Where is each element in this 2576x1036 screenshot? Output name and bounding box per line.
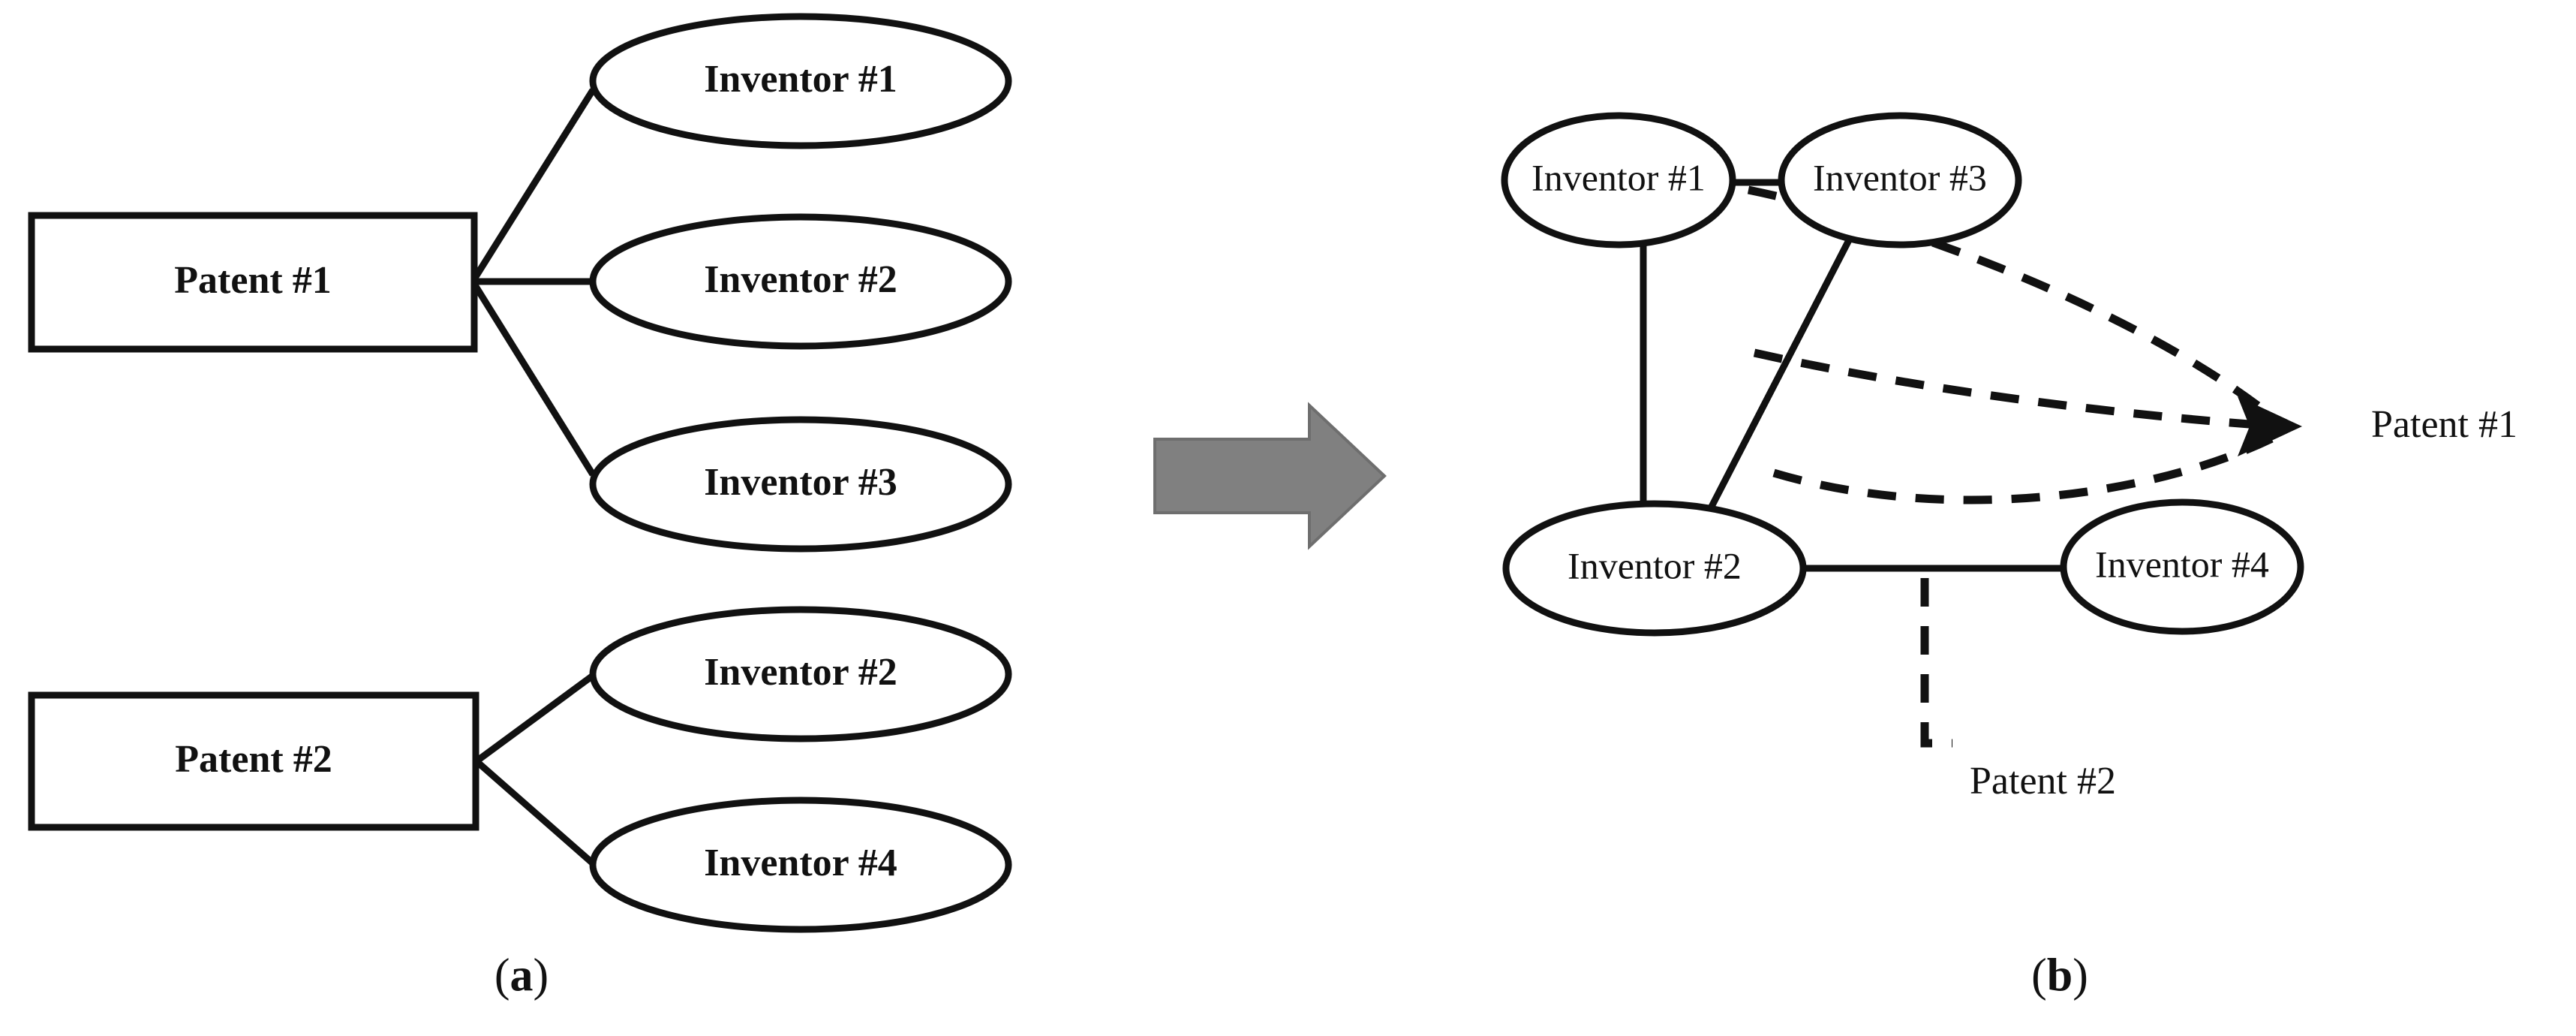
panel-b-group: Patent #1 Patent #2 Inventor #1 Inventor… bbox=[1501, 112, 2517, 803]
edge-patent1-inventor1 bbox=[470, 88, 596, 284]
a-inventor-3-ellipse[interactable] bbox=[589, 416, 1012, 553]
b-patent1-dash-from-inv1-inv2 bbox=[1753, 348, 2282, 431]
b-inventor-2-ellipse[interactable] bbox=[1502, 500, 1807, 637]
panel-a-caption-paren-open: ( bbox=[494, 950, 510, 1001]
transform-arrow-group bbox=[1153, 402, 1387, 550]
a-inventor-2-label: Inventor #2 bbox=[704, 258, 897, 301]
panel-a-caption: (a) bbox=[494, 950, 549, 1003]
b-edge-inv2-inv3 bbox=[1699, 236, 1853, 528]
b-inventor-3-label: Inventor #3 bbox=[1813, 156, 1987, 198]
transform-arrow-icon bbox=[1153, 402, 1387, 550]
patent-1-label: Patent #1 bbox=[174, 259, 331, 302]
b-inventor-3-ellipse[interactable] bbox=[1778, 112, 2022, 248]
b-patent1-dash-from-inv1-inv3 bbox=[1747, 185, 2284, 428]
panel-a-caption-letter: a bbox=[509, 950, 534, 1001]
b-patent2-dash bbox=[1920, 578, 1952, 748]
b-inventor-4-ellipse[interactable] bbox=[2060, 498, 2304, 635]
b-inventor-1-ellipse[interactable] bbox=[1501, 112, 1736, 248]
b-patent1-dash-from-inv2-inv3 bbox=[1772, 430, 2283, 504]
a-inventor-2b-label: Inventor #2 bbox=[704, 651, 897, 694]
edge-patent2-inventor2 bbox=[474, 673, 595, 764]
panel-b-caption: (b) bbox=[2031, 950, 2088, 1003]
b-patent-2-label: Patent #2 bbox=[1970, 760, 2116, 803]
patent-1-box[interactable] bbox=[28, 212, 478, 353]
b-inventor-1-label: Inventor #1 bbox=[1531, 156, 1706, 198]
b-inventor-2-label: Inventor #2 bbox=[1568, 544, 1742, 586]
b-inventor-4-label: Inventor #4 bbox=[2095, 543, 2269, 585]
a-inventor-4-label: Inventor #4 bbox=[704, 842, 897, 884]
panel-b-caption-paren-open: ( bbox=[2031, 950, 2047, 1001]
panel-a-caption-paren-close: ) bbox=[533, 950, 549, 1001]
b-patent1-arrowhead bbox=[2238, 396, 2302, 456]
patent-2-label: Patent #2 bbox=[175, 738, 332, 781]
a-inventor-1-label: Inventor #1 bbox=[704, 58, 897, 101]
b-patent-1-label: Patent #1 bbox=[2371, 403, 2517, 446]
patent-2-box[interactable] bbox=[28, 691, 479, 831]
a-inventor-1-ellipse[interactable] bbox=[589, 13, 1012, 149]
panel-b-caption-paren-close: ) bbox=[2073, 950, 2088, 1001]
panel-b-caption-letter: b bbox=[2046, 950, 2073, 1001]
a-inventor-2-ellipse[interactable] bbox=[589, 213, 1012, 350]
a-inventor-4-ellipse[interactable] bbox=[589, 797, 1012, 933]
a-inventor-3-label: Inventor #3 bbox=[704, 461, 897, 504]
edge-patent1-inventor3 bbox=[470, 279, 596, 477]
panel-a-group: Patent #1 Patent #2 Inventor #1 Inventor… bbox=[28, 13, 1012, 933]
edge-patent2-inventor4 bbox=[474, 758, 595, 866]
a-inventor-2b-ellipse[interactable] bbox=[589, 606, 1012, 742]
